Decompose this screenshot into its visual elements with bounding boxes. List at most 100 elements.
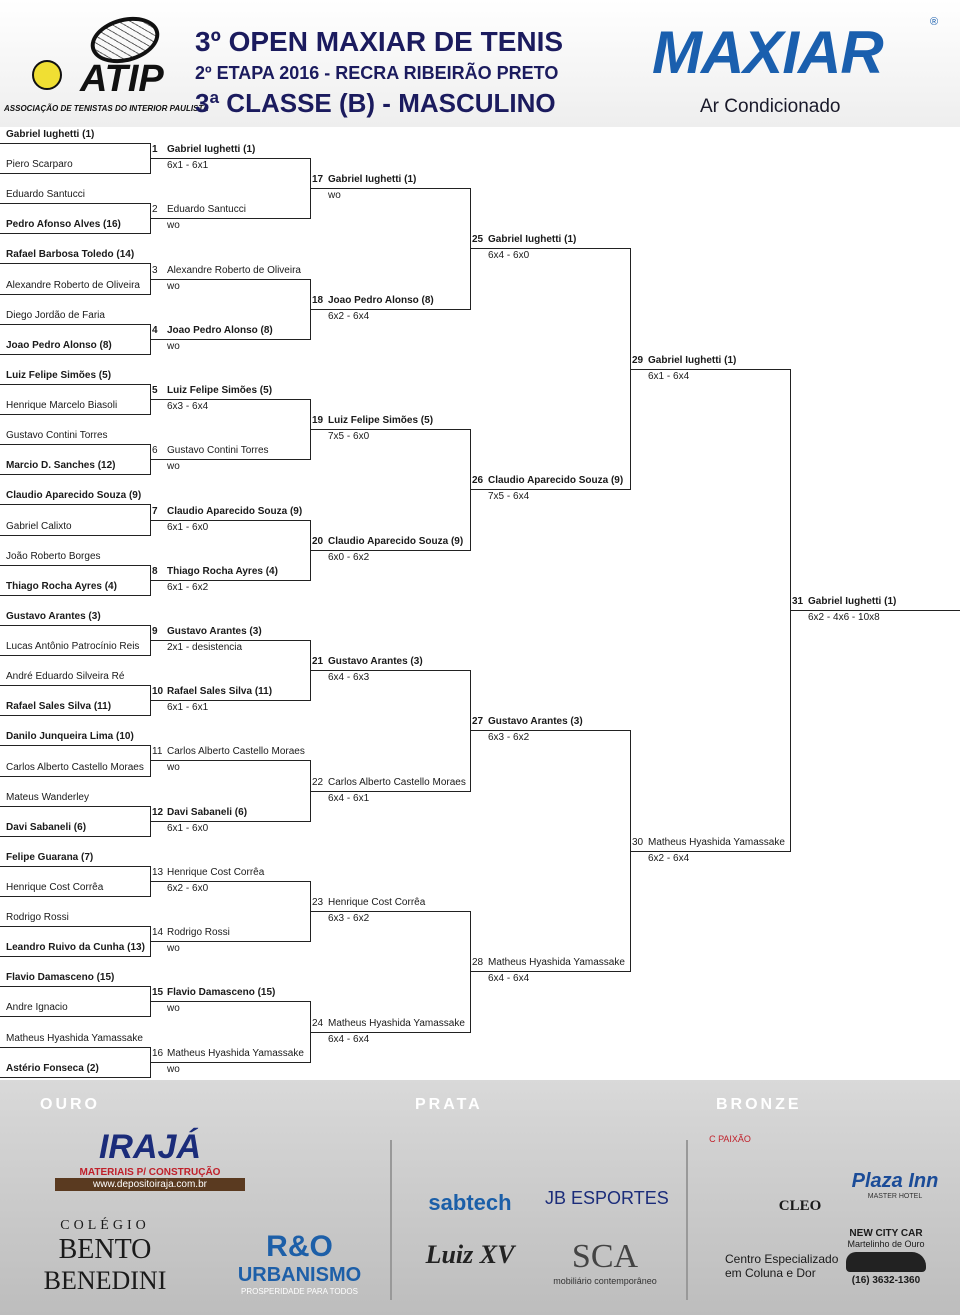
newcity-l1: NEW CITY CAR bbox=[849, 1228, 923, 1239]
match-number: 5 bbox=[152, 385, 158, 396]
bracket-line bbox=[0, 715, 150, 716]
bracket-line bbox=[630, 851, 790, 852]
bracket-line bbox=[150, 459, 310, 460]
player-name: Pedro Afonso Alves (16) bbox=[6, 219, 121, 230]
bracket-line bbox=[470, 971, 630, 972]
divider bbox=[686, 1140, 688, 1300]
plaza-sub: MASTER HOTEL bbox=[867, 1193, 923, 1200]
bracket-line bbox=[470, 730, 630, 731]
sca-logo: SCA mobiliário contemporâneo bbox=[540, 1238, 670, 1286]
new-city-car-logo: NEW CITY CAR Martelinho de Ouro (16) 363… bbox=[836, 1228, 936, 1286]
luiz-xv-logo: Luiz XV bbox=[425, 1240, 515, 1269]
sponsors-panel: OURO PRATA BRONZE IRAJÁ MATERIAIS P/ CON… bbox=[0, 1080, 960, 1315]
tournament-class: 3ª CLASSE (B) - MASCULINO bbox=[195, 88, 556, 118]
player-name: Piero Scarparo bbox=[6, 159, 73, 170]
player-name: Matheus Hyashida Yamassake bbox=[6, 1033, 143, 1044]
bracket-line bbox=[0, 625, 150, 626]
tier-bronze: BRONZE bbox=[716, 1096, 802, 1113]
match-number: 14 bbox=[152, 927, 164, 938]
bracket-line bbox=[150, 218, 310, 219]
match-winner: Alexandre Roberto de Oliveira bbox=[167, 265, 301, 276]
player-name: Lucas Antônio Patrocínio Reis bbox=[6, 641, 140, 652]
copaixao-logo: C PAIXÃO bbox=[709, 1134, 751, 1144]
match-winner: Gabriel Iughetti (1) bbox=[328, 174, 417, 185]
match-number: 12 bbox=[152, 807, 164, 818]
bracket-line bbox=[310, 188, 470, 189]
bracket-line bbox=[0, 143, 150, 144]
match-number: 22 bbox=[312, 777, 324, 788]
bracket-line bbox=[0, 444, 150, 445]
match-number: 20 bbox=[312, 536, 324, 547]
match-score: 6x4 - 6x1 bbox=[328, 793, 370, 804]
match-number: 26 bbox=[472, 475, 484, 486]
match-number: 17 bbox=[312, 174, 324, 185]
match-score: 6x3 - 6x2 bbox=[488, 732, 530, 743]
player-name: Gustavo Arantes (3) bbox=[6, 611, 101, 622]
header: ATIP ASSOCIAÇÃO DE TENISTAS DO INTERIOR … bbox=[0, 0, 960, 127]
match-number: 19 bbox=[312, 415, 324, 426]
bracket-line bbox=[150, 520, 310, 521]
bracket-line bbox=[310, 309, 470, 310]
colegio-l3: BENEDINI bbox=[43, 1266, 167, 1295]
bracket-line bbox=[470, 429, 471, 551]
bracket-line bbox=[0, 776, 150, 777]
match-score: wo bbox=[167, 1003, 180, 1014]
player-name: Gabriel Calixto bbox=[6, 521, 72, 532]
ro-urbanismo-logo: R&O URBANISMO PROSPERIDADE PARA TODOS bbox=[222, 1230, 377, 1296]
bracket-line bbox=[150, 158, 310, 159]
match-score: 6x1 - 6x2 bbox=[167, 582, 209, 593]
bracket-line bbox=[0, 986, 150, 987]
match-score: 2x1 - desistencia bbox=[167, 642, 243, 653]
tournament-stage: 2º ETAPA 2016 - RECRA RIBEIRÃO PRETO bbox=[195, 63, 559, 83]
match-winner: Gustavo Arantes (3) bbox=[167, 626, 262, 637]
match-score: 6x2 - 6x4 bbox=[648, 853, 690, 864]
match-winner: Thiago Rocha Ayres (4) bbox=[167, 566, 278, 577]
match-number: 23 bbox=[312, 897, 324, 908]
registered-mark: ® bbox=[930, 16, 939, 28]
bracket-line bbox=[0, 233, 150, 234]
match-winner: Gustavo Arantes (3) bbox=[488, 716, 583, 727]
iraja-name: IRAJÁ bbox=[98, 1128, 202, 1166]
maxiar-tagline: Ar Condicionado bbox=[700, 96, 841, 117]
ro-l1: R&O bbox=[266, 1230, 333, 1263]
match-score: wo bbox=[167, 281, 180, 292]
plaza-inn-logo: Plaza Inn MASTER HOTEL bbox=[840, 1170, 950, 1200]
player-name: Henrique Marcelo Biasoli bbox=[6, 400, 118, 411]
player-name: Leandro Ruivo da Cunha (13) bbox=[6, 942, 145, 953]
match-score: 6x2 - 6x0 bbox=[167, 883, 209, 894]
plaza-name: Plaza Inn bbox=[851, 1170, 939, 1192]
match-score: 7x5 - 6x4 bbox=[488, 491, 530, 502]
bracket-line bbox=[150, 941, 310, 942]
match-score: 6x4 - 6x0 bbox=[488, 250, 530, 261]
cleo-logo: CLEO bbox=[778, 1198, 822, 1214]
bracket-line bbox=[630, 369, 790, 370]
player-name: Henrique Cost Corrêa bbox=[6, 882, 104, 893]
centro-l2: em Coluna e Dor bbox=[725, 1266, 816, 1280]
match-winner: Matheus Hyashida Yamassake bbox=[648, 837, 785, 848]
match-number: 11 bbox=[152, 746, 163, 757]
bracket-line bbox=[150, 760, 310, 761]
player-name: Gustavo Contini Torres bbox=[6, 430, 108, 441]
bracket-line bbox=[0, 836, 150, 837]
match-number: 16 bbox=[152, 1048, 164, 1059]
match-winner: Flavio Damasceno (15) bbox=[167, 987, 276, 998]
match-score: 6x4 - 6x4 bbox=[328, 1034, 370, 1045]
bracket-line bbox=[310, 791, 470, 792]
player-name: Astério Fonseca (2) bbox=[6, 1063, 99, 1074]
match-winner: Matheus Hyashida Yamassake bbox=[328, 1018, 465, 1029]
player-name: Marcio D. Sanches (12) bbox=[6, 460, 116, 471]
player-name: Danilo Junqueira Lima (10) bbox=[6, 731, 134, 742]
bracket-line bbox=[150, 399, 310, 400]
bracket-line bbox=[150, 700, 310, 701]
match-winner: Carlos Alberto Castello Moraes bbox=[328, 777, 466, 788]
bracket-line bbox=[310, 429, 470, 430]
player-name: Luiz Felipe Simões (5) bbox=[6, 370, 112, 381]
bracket-line bbox=[0, 655, 150, 656]
tier-ouro: OURO bbox=[40, 1096, 100, 1113]
bracket-line bbox=[150, 279, 310, 280]
bracket-line bbox=[470, 188, 471, 310]
player-name: André Eduardo Silveira Ré bbox=[6, 671, 125, 682]
match-number: 18 bbox=[312, 295, 324, 306]
bracket-line bbox=[0, 384, 150, 385]
match-winner: Eduardo Santucci bbox=[167, 204, 246, 215]
